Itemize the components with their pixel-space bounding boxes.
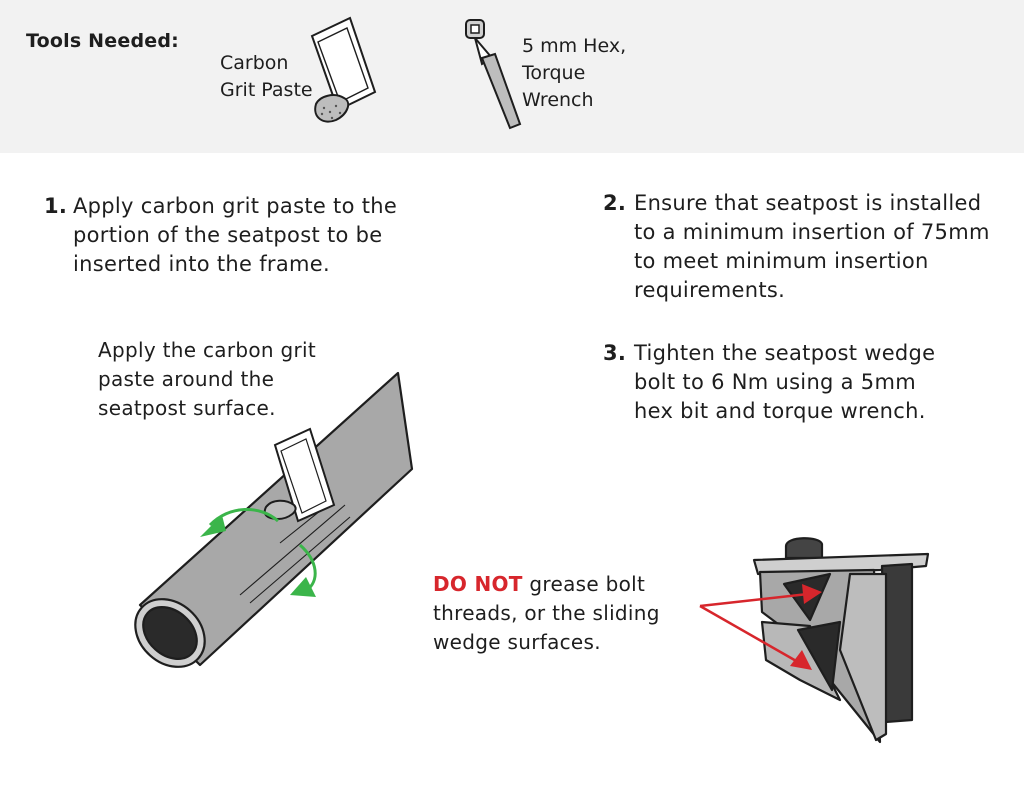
warning-do-not: DO NOT xyxy=(433,572,523,596)
torque-wrench-icon xyxy=(465,19,522,130)
step-3-text: Tighten the seatpost wedge bolt to 6 Nm … xyxy=(634,341,936,423)
warning-caption: DO NOT grease bolt threads, or the slidi… xyxy=(433,570,693,657)
step-1-text: Apply carbon grit paste to the portion o… xyxy=(73,194,398,276)
paste-packet-on-post xyxy=(263,427,336,523)
paste-packet-icon xyxy=(310,16,377,123)
step-2-text: Ensure that seatpost is installed to a m… xyxy=(634,191,990,302)
step-1-number: 1. xyxy=(44,194,68,218)
step-2-number: 2. xyxy=(603,191,627,215)
warning-pointer-arrows xyxy=(699,584,822,670)
seatpost-illustration xyxy=(134,371,414,668)
tools-needed-title: Tools Needed: xyxy=(26,30,179,52)
warning-text: grease bolt threads, or the sliding wedg… xyxy=(433,572,660,654)
tools-needed-bar: Tools Needed: Carbon Grit Paste 5 mm Hex… xyxy=(0,0,1024,153)
step-3-number: 3. xyxy=(603,341,627,365)
tool-label-carbon-paste: Carbon Grit Paste xyxy=(220,52,313,101)
seatpost-wedge-illustration xyxy=(752,537,930,744)
tool-label-torque-wrench: 5 mm Hex, Torque Wrench xyxy=(522,35,627,111)
paste-caption: Apply the carbon grit paste around the s… xyxy=(98,338,317,420)
